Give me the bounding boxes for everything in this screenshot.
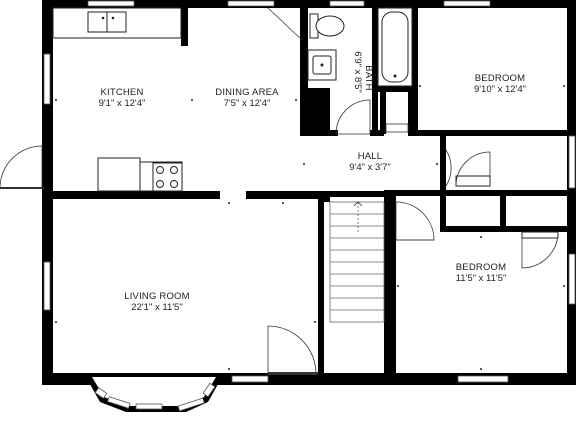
bedroom1-window-right [568, 135, 576, 189]
refrigerator [97, 157, 141, 192]
bedroom2-window-right [568, 253, 576, 305]
kitchen-fixtures [52, 7, 183, 192]
bedroom1-window-top [443, 0, 491, 7]
interior-walls [42, 4, 572, 378]
bath-dims: 6'9" x 8'5" [352, 51, 363, 93]
hall-dims: 9'4" x 3'7" [349, 162, 391, 173]
bath-door [335, 99, 371, 135]
dimension-ticks [55, 85, 565, 370]
living-window-left [43, 261, 51, 311]
bedroom2-dims: 11'5" x 11'5" [456, 273, 507, 284]
kitchen-name: KITCHEN [100, 87, 143, 98]
dining-name: DINING AREA [215, 87, 279, 98]
stairs [329, 201, 385, 323]
room-labels: KITCHEN 9'1" x 12'4" DINING AREA 7'5" x … [99, 51, 526, 313]
hall-closet-door [445, 149, 452, 187]
bedroom1-dims: 9'10" x 12'4" [474, 84, 526, 95]
living-name: LIVING ROOM [124, 291, 190, 302]
bedroom2-closet-door [521, 231, 559, 269]
bedroom1-name: BEDROOM [475, 73, 526, 84]
living-window-bottom [231, 375, 269, 383]
bay-window [86, 377, 222, 412]
kitchen-window-top [87, 0, 135, 7]
bedroom2-door [395, 201, 435, 241]
living-dims: 22'1" x 11'5" [131, 302, 182, 313]
windows [43, 0, 576, 383]
toilet-bowl [315, 15, 345, 37]
bedroom2-name: BEDROOM [456, 262, 507, 273]
bath-name: BATH [363, 65, 374, 90]
bath-fixtures [307, 7, 413, 87]
hall-name: HALL [358, 151, 383, 162]
dining-window-top [227, 0, 275, 7]
bedroom2-window-bottom [457, 375, 509, 383]
bath-window-top [329, 0, 365, 7]
kitchen-dims: 9'1" x 12'4" [99, 98, 146, 109]
kitchen-window-left [43, 53, 51, 105]
kitchen-exterior-door [0, 145, 43, 189]
doors [0, 7, 559, 375]
front-door [267, 325, 317, 375]
dining-dims: 7'5" x 12'4" [224, 98, 271, 109]
